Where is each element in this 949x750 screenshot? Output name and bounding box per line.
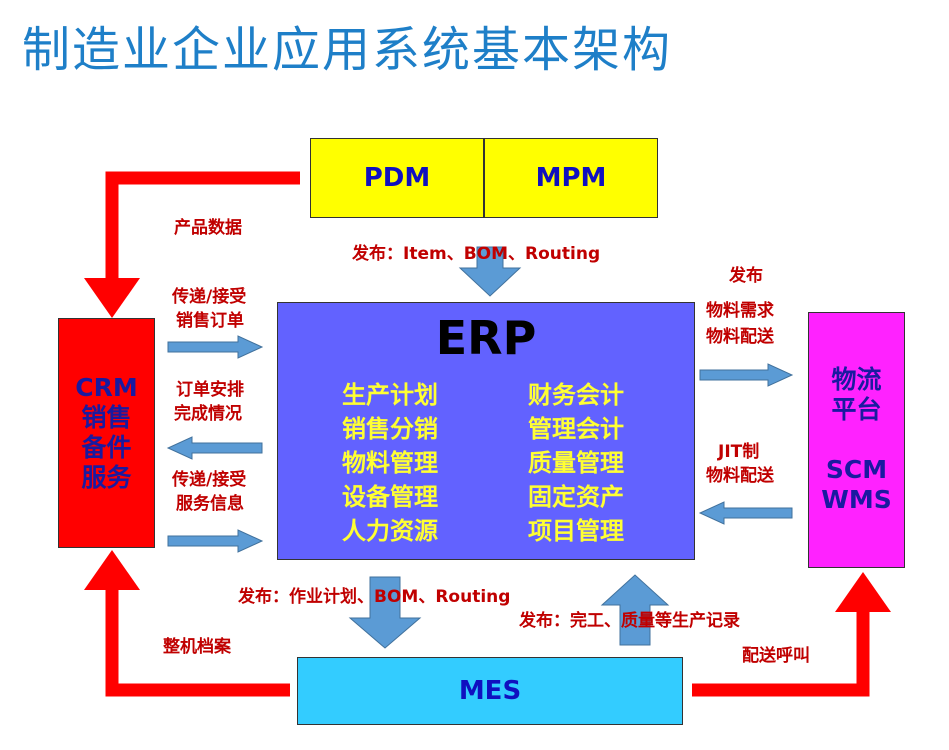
scm-line: WMS bbox=[821, 485, 892, 514]
label-order-b: 完成情况 bbox=[174, 404, 242, 424]
blue-arrow-mes-to-erp bbox=[600, 574, 670, 646]
page-title: 制造业企业应用系统基本架构 bbox=[22, 22, 673, 78]
blue-arrow-erp-to-mes bbox=[348, 576, 422, 649]
crm-line: 服务 bbox=[81, 463, 132, 492]
erp-module: 销售分销 bbox=[342, 415, 438, 443]
crm-box: CRM 销售 备件 服务 bbox=[58, 318, 155, 548]
label-crm-pass-1a: 传递/接受 bbox=[172, 287, 247, 307]
crm-line: 销售 bbox=[81, 403, 132, 432]
erp-module: 财务会计 bbox=[528, 381, 624, 409]
label-crm-pass-2a: 传递/接受 bbox=[172, 470, 247, 490]
scm-line: SCM bbox=[825, 455, 888, 484]
red-arrow-mes-to-crm bbox=[84, 550, 290, 697]
blue-arrow-erp-to-crm bbox=[166, 436, 263, 460]
label-crm-pass-1b: 销售订单 bbox=[176, 311, 244, 331]
scm-box: 物流 平台 SCM WMS bbox=[808, 312, 905, 568]
label-scm-publish: 发布 bbox=[729, 266, 763, 286]
scm-line: 物流 bbox=[831, 365, 882, 394]
erp-module: 管理会计 bbox=[528, 415, 624, 443]
label-jit-a: JIT制 bbox=[718, 442, 760, 462]
crm-line: CRM bbox=[75, 373, 138, 402]
label-jit-b: 物料配送 bbox=[706, 466, 774, 486]
label-publish-work: 发布：作业计划、BOM、Routing bbox=[238, 587, 511, 607]
pdm-box: PDM bbox=[310, 138, 484, 218]
mpm-box: MPM bbox=[484, 138, 658, 218]
label-order-a: 订单安排 bbox=[176, 380, 244, 400]
erp-module: 物料管理 bbox=[342, 449, 438, 477]
erp-box: ERP 生产计划 销售分销 物料管理 设备管理 人力资源 财务会计 管理会计 质… bbox=[277, 302, 695, 560]
label-publish-done: 发布：完工、质量等生产记录 bbox=[519, 611, 740, 631]
scm-line: 平台 bbox=[831, 395, 882, 424]
erp-module: 质量管理 bbox=[528, 449, 624, 477]
label-scm-req-a: 物料需求 bbox=[706, 301, 774, 321]
erp-module: 项目管理 bbox=[528, 517, 624, 545]
erp-module: 设备管理 bbox=[342, 483, 438, 511]
red-arrow-pdm-to-crm bbox=[84, 171, 300, 318]
red-arrow-mes-to-scm bbox=[692, 572, 891, 697]
blue-arrow-erp-to-scm bbox=[699, 363, 794, 387]
blue-arrow-pdm-to-erp bbox=[458, 246, 522, 297]
blue-arrow-crm-to-erp-2 bbox=[167, 529, 264, 553]
erp-module: 人力资源 bbox=[342, 517, 438, 545]
blue-arrow-crm-to-erp-1 bbox=[167, 335, 264, 359]
label-delivery-call: 配送呼叫 bbox=[742, 646, 810, 666]
label-publish-item: 发布：Item、BOM、Routing bbox=[352, 244, 601, 264]
erp-title: ERP bbox=[435, 311, 537, 365]
mes-box: MES bbox=[297, 657, 683, 725]
blue-arrow-scm-to-erp bbox=[698, 501, 793, 525]
erp-module: 生产计划 bbox=[342, 381, 438, 409]
label-archive: 整机档案 bbox=[163, 637, 231, 657]
crm-line: 备件 bbox=[81, 433, 132, 462]
label-crm-pass-2b: 服务信息 bbox=[176, 494, 244, 514]
label-product-data: 产品数据 bbox=[174, 218, 242, 238]
label-scm-req-b: 物料配送 bbox=[706, 327, 774, 347]
erp-module: 固定资产 bbox=[528, 483, 624, 511]
